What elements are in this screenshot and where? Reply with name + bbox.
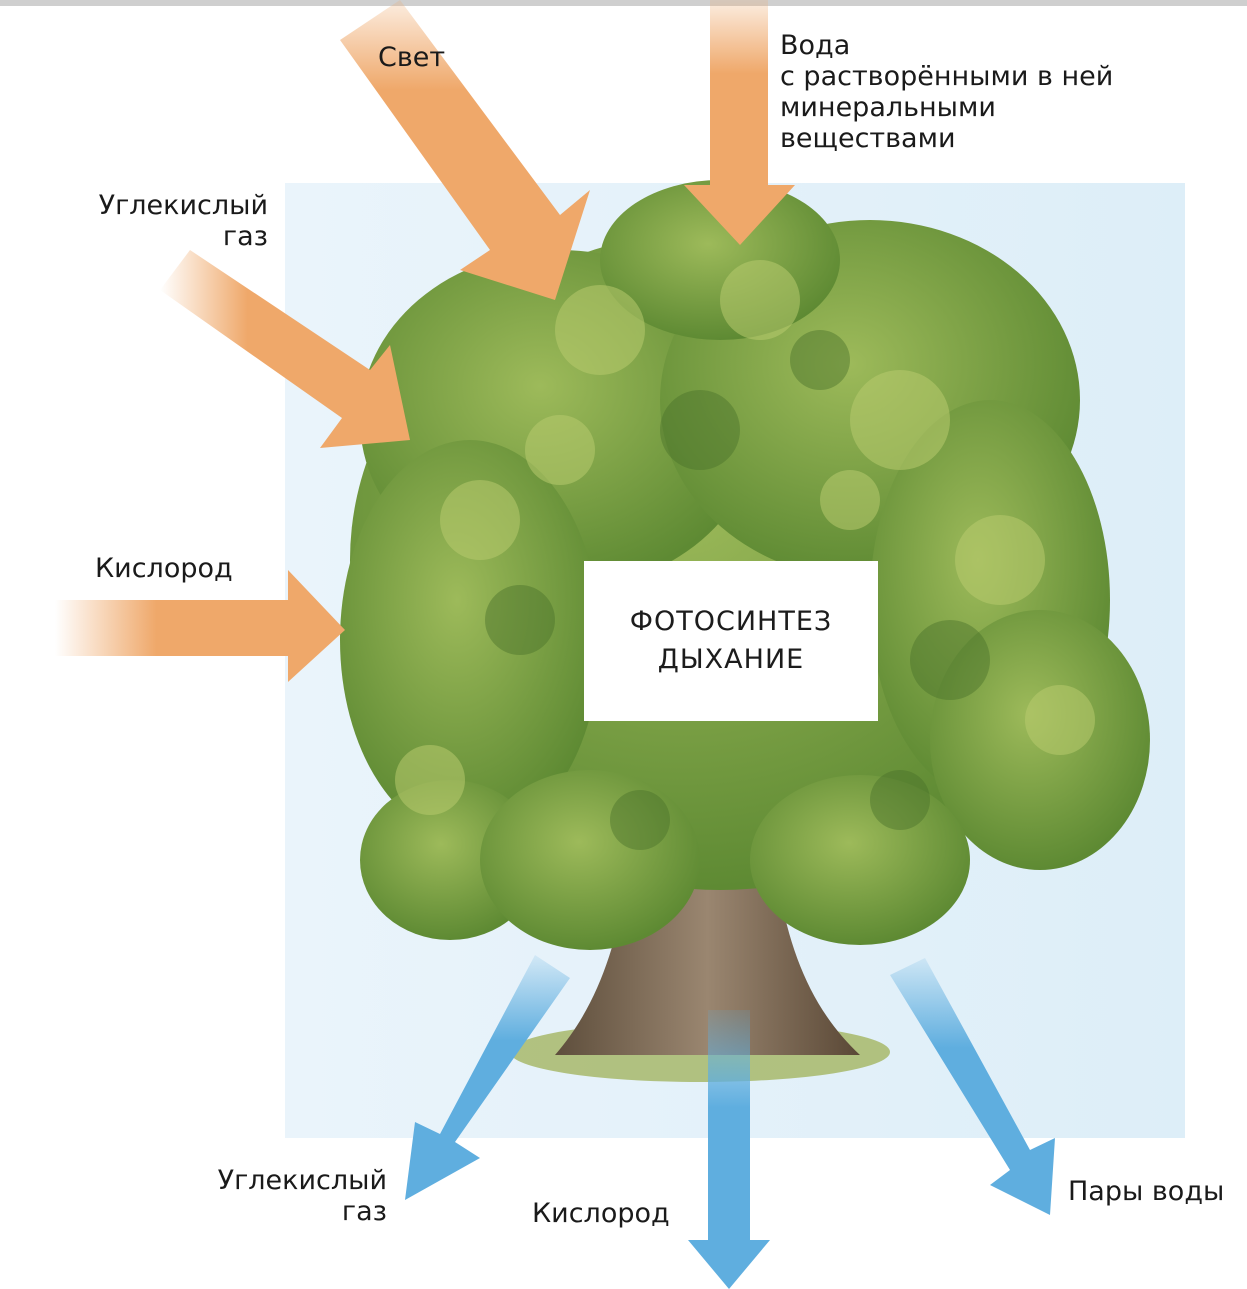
top-rule xyxy=(0,0,1247,6)
oxygen-input-arrow xyxy=(55,570,345,682)
photosynthesis-label: ФОТОСИНТЕЗ xyxy=(630,603,832,641)
water-vapor-label: Пары воды xyxy=(1068,1176,1224,1207)
oxygen-input-label: Кислород xyxy=(95,553,233,584)
co2-input-label: Углекислый газ xyxy=(60,190,268,252)
process-box: ФОТОСИНТЕЗ ДЫХАНИЕ xyxy=(584,561,878,721)
respiration-label: ДЫХАНИЕ xyxy=(658,641,804,679)
co2-output-label: Углекислый газ xyxy=(170,1165,387,1227)
oxygen-output-label: Кислород xyxy=(532,1198,670,1229)
water-label: Вода с растворёнными в ней минеральными … xyxy=(780,30,1113,154)
light-label: Свет xyxy=(378,42,445,73)
